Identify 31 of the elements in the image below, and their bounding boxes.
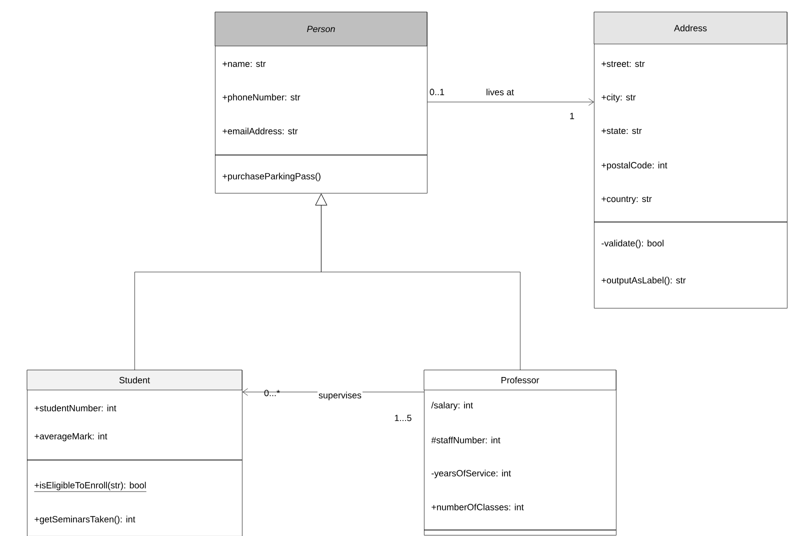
class-name: Person <box>307 26 335 32</box>
multiplicity-label: 1 <box>570 112 574 120</box>
multiplicity-label: 0...* <box>264 390 280 396</box>
class-member: +name: str <box>222 61 266 67</box>
class-name: Professor <box>502 376 540 384</box>
class-member: #staffNumber: int <box>431 436 500 444</box>
class-member: +numberOfClasses: int <box>432 504 524 510</box>
class-member: +state: str <box>602 128 642 134</box>
class-member: +getSeminarsTaken(): int <box>34 516 136 524</box>
class-member: /salary: int <box>431 402 473 410</box>
class-member: -validate(): bool <box>602 240 664 248</box>
generalization-arrow <box>315 194 520 370</box>
multiplicity-label: 1...5 <box>394 414 412 422</box>
class-member: +street: str <box>602 61 645 67</box>
class-name: Student <box>119 376 150 384</box>
class-member: +purchaseParkingPass() <box>222 172 320 182</box>
class-member: +studentNumber: int <box>34 404 116 412</box>
class-member: +country: str <box>602 196 652 204</box>
edge-label: lives at <box>485 88 516 96</box>
class-member: +emailAddress: str <box>222 128 298 134</box>
association-arrow <box>427 98 594 106</box>
class-member: +postalCode: int <box>602 162 668 170</box>
edge-label: supervises <box>318 390 363 402</box>
class-member: +isEligibleToEnroll(str): bool <box>34 482 147 492</box>
class-member: +phoneNumber: str <box>222 94 300 102</box>
class-member: +averageMark: int <box>34 432 108 442</box>
class-member: +city: str <box>602 94 636 102</box>
class-member: -yearsOfService: int <box>432 470 511 478</box>
class-name: Address <box>674 24 707 32</box>
multiplicity-label: 0..1 <box>430 88 444 96</box>
class-member: +outputAsLabel(): str <box>602 276 686 286</box>
